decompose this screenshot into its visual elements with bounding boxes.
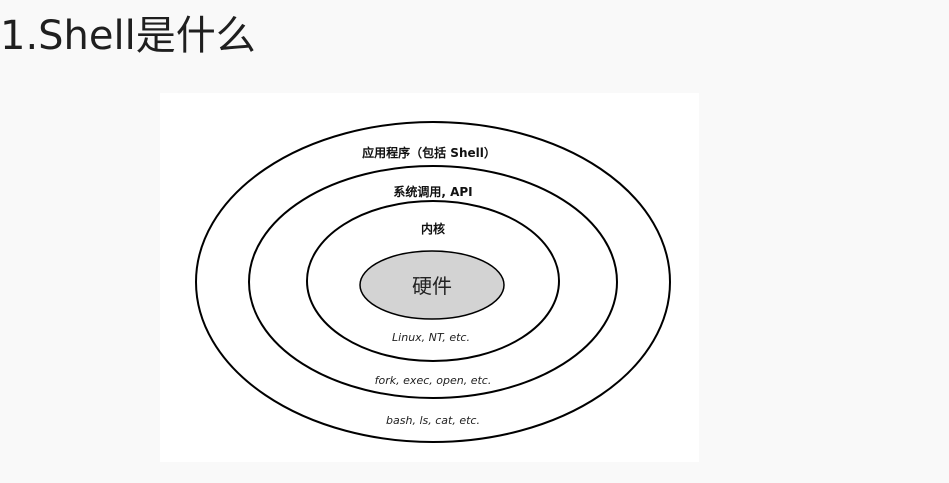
layer-example-application: bash, ls, cat, etc. (386, 414, 480, 427)
ring-system-call (248, 165, 618, 399)
shell-layers-diagram: 应用程序（包括 Shell） 系统调用, API 内核 硬件 Linux, NT… (160, 93, 699, 462)
core-hardware (359, 250, 505, 320)
layer-label-kernel: 内核 (421, 221, 445, 236)
page-title: 1.Shell是什么 (0, 13, 256, 59)
ring-kernel (306, 200, 560, 362)
layer-example-kernel: Linux, NT, etc. (392, 331, 470, 344)
layer-label-hardware: 硬件 (412, 274, 452, 298)
ring-application (195, 121, 671, 443)
layers-diagram-svg: 应用程序（包括 Shell） 系统调用, API 内核 硬件 Linux, NT… (195, 121, 671, 443)
layer-label-system-call: 系统调用, API (393, 184, 472, 199)
layer-example-system-call: fork, exec, open, etc. (375, 374, 492, 387)
layer-label-application: 应用程序（包括 Shell） (362, 145, 496, 160)
